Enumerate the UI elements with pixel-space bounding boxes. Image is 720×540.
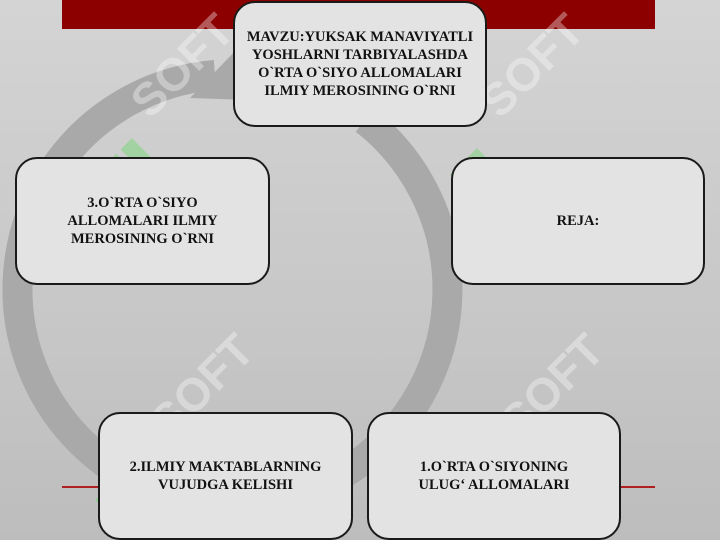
item3-box: 3.O`RTA O`SIYO ALLOMALARI ILMIY MEROSINI…: [15, 157, 270, 285]
topic-text: MAVZU:YUKSAK MANAVIYATLI YOSHLARNI TARBI…: [246, 29, 474, 99]
plan-text: REJA:: [556, 213, 600, 229]
item2-text: 2.ILMIY MAKTABLARNING VUJUDGA KELISHI: [129, 459, 322, 493]
item1-text: 1.O`RTA O`SIYONING ULUG‘ ALLOMALARI: [418, 459, 570, 493]
item2-box: 2.ILMIY MAKTABLARNING VUJUDGA KELISHI: [98, 412, 353, 540]
topic-box: MAVZU:YUKSAK MANAVIYATLI YOSHLARNI TARBI…: [233, 1, 487, 127]
bottom-right-accent-line: [618, 486, 655, 488]
item1-box: 1.O`RTA O`SIYONING ULUG‘ ALLOMALARI: [367, 412, 621, 540]
item3-text: 3.O`RTA O`SIYO ALLOMALARI ILMIY MEROSINI…: [67, 195, 218, 247]
bottom-left-accent-line: [62, 486, 102, 488]
plan-box: REJA:: [451, 157, 705, 285]
